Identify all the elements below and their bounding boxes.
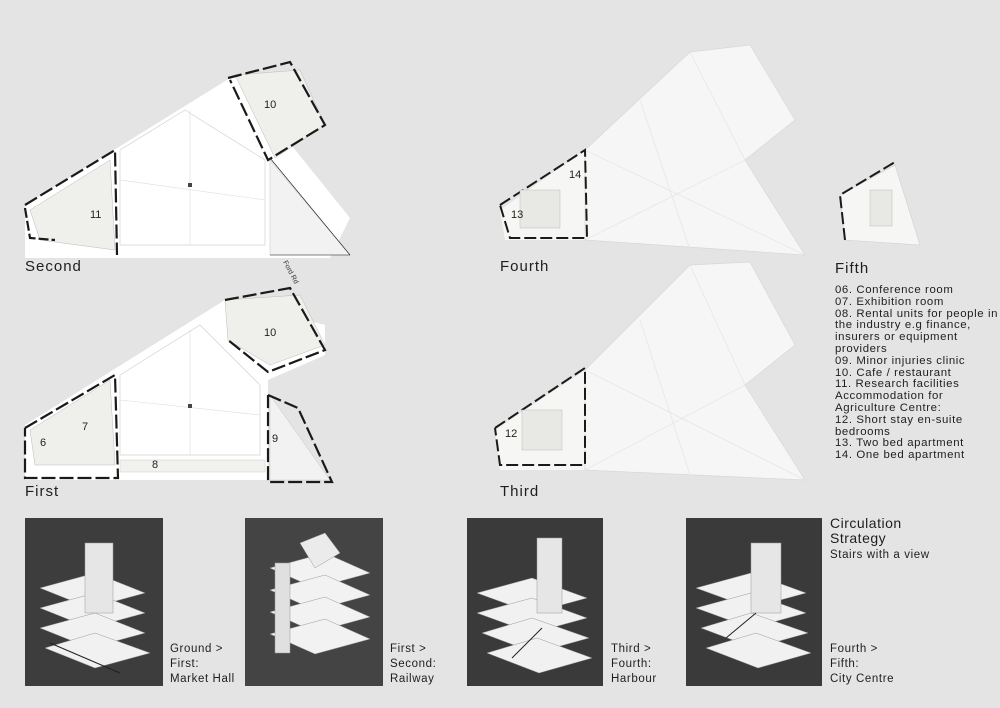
room-legend: 06. Conference room 07. Exhibition room … — [835, 284, 1000, 462]
room-12: 12 — [505, 428, 517, 440]
legend-item: 09. Minor injuries clinic — [835, 354, 966, 367]
road-label: Ford Rd — [281, 260, 299, 286]
legend-item: 08. Rental units for people in the indus… — [835, 307, 999, 355]
model-photo-4 — [686, 518, 822, 686]
circulation-subtitle: Stairs with a view — [830, 549, 930, 561]
legend-item: 10. Cafe / restaurant — [835, 366, 952, 379]
model-photo-2 — [245, 518, 383, 686]
model-photo-1 — [25, 518, 163, 686]
legend-item: 12. Short stay en-suite bedrooms — [835, 413, 967, 438]
room-6: 6 — [40, 437, 46, 449]
legend-item: 06. Conference room — [835, 284, 954, 296]
legend-item: 11. Research facilities — [835, 378, 960, 391]
floor-label-fourth: Fourth — [500, 258, 550, 275]
room-10-first: 10 — [264, 327, 276, 339]
floor-label-second: Second — [25, 258, 82, 275]
first-floor-plan: 10 6 7 8 9 — [23, 286, 334, 484]
legend-item: 13. Two bed apartment — [835, 437, 964, 450]
legend-item: 14. One bed apartment — [835, 449, 965, 462]
fourth-floor-plan: 14 13 — [499, 44, 806, 256]
second-floor-plan: 10 11 Ford Rd — [23, 60, 351, 286]
room-14: 14 — [569, 169, 581, 181]
model-photo-3 — [467, 518, 603, 686]
room-10-second: 10 — [264, 99, 276, 111]
legend-item: Accommodation for Agriculture Centre: — [835, 390, 947, 414]
floor-label-fifth: Fifth — [835, 260, 870, 277]
caption-4: Fourth > Fifth: City Centre — [830, 643, 895, 685]
caption-2: First > Second: Railway — [390, 643, 437, 685]
legend-item: 07. Exhibition room — [835, 295, 944, 308]
caption-3: Third > Fourth: Harbour — [611, 643, 657, 685]
caption-1: Ground > First: Market Hall — [170, 643, 235, 685]
circulation-title: Circulation Strategy — [830, 515, 902, 546]
room-9: 9 — [272, 433, 278, 445]
third-floor-plan: 12 — [494, 261, 806, 481]
room-7: 7 — [82, 421, 88, 433]
floor-label-third: Third — [500, 483, 540, 500]
floor-label-first: First — [25, 483, 60, 500]
room-13: 13 — [511, 209, 523, 221]
fifth-floor-plan — [838, 161, 921, 246]
room-8: 8 — [152, 459, 158, 471]
room-11: 11 — [90, 209, 101, 221]
